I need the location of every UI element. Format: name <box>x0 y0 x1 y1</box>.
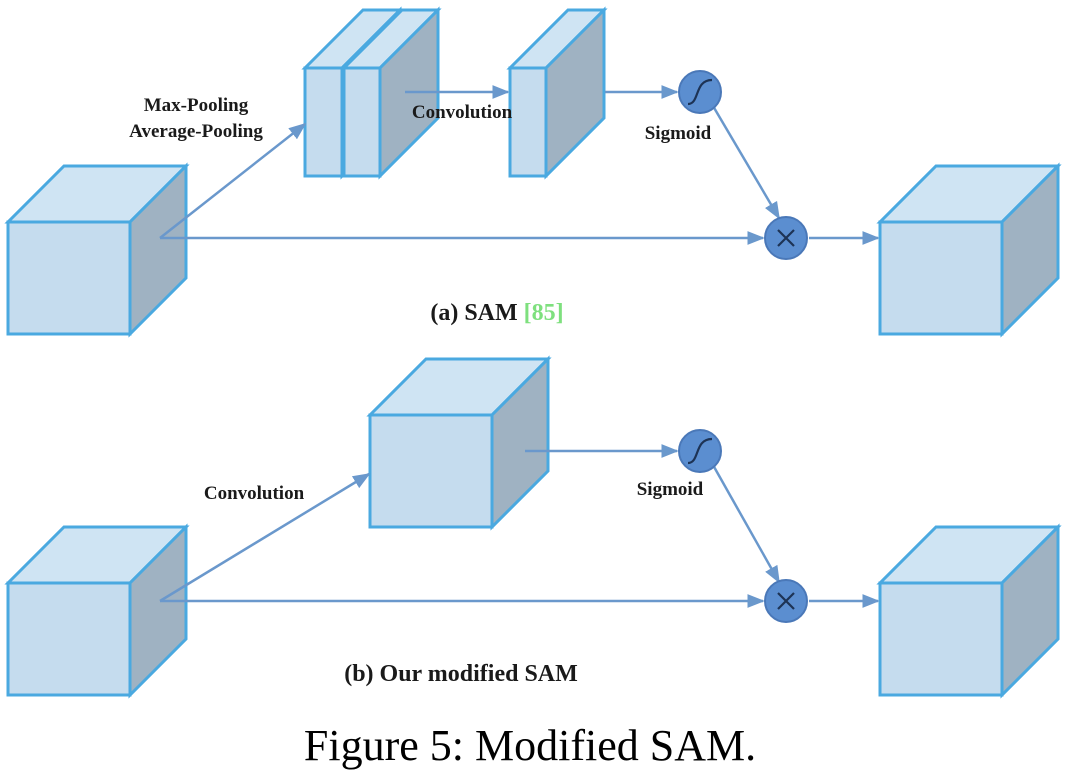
pooled-feature-maps <box>301 6 442 180</box>
input-feature-cube-b <box>4 523 190 699</box>
figure-caption: Figure 5: Modified SAM. <box>304 721 756 770</box>
subcaption-a: (a) SAM [85] <box>430 300 563 326</box>
label-max-pooling: Max-Pooling <box>144 95 249 116</box>
subcaption-b: (b) Our modified SAM <box>344 661 578 687</box>
arrow-to-convolution-b <box>159 472 371 603</box>
multiply-icon <box>764 579 808 623</box>
input-feature-cube-a <box>4 162 190 338</box>
multiply-icon <box>764 216 808 260</box>
citation-ref: [85] <box>524 300 564 326</box>
label-convolution-b: Convolution <box>204 483 305 504</box>
sigmoid-icon <box>678 70 722 114</box>
arrow-to-pooling <box>159 122 307 239</box>
conv-output-map-a <box>506 6 608 180</box>
output-feature-cube-b <box>876 523 1062 699</box>
subcaption-a-text: (a) SAM <box>430 300 523 326</box>
label-convolution-a: Convolution <box>412 102 513 123</box>
sigmoid-icon <box>678 429 722 473</box>
arrow-sigmoid-to-multiply-a <box>711 105 781 220</box>
output-feature-cube-a <box>876 162 1062 338</box>
label-average-pooling: Average-Pooling <box>129 121 263 142</box>
label-sigmoid-a: Sigmoid <box>645 123 712 144</box>
conv-output-cube-b <box>366 355 552 531</box>
label-sigmoid-b: Sigmoid <box>637 479 704 500</box>
arrow-sigmoid-to-multiply-b <box>711 464 781 584</box>
